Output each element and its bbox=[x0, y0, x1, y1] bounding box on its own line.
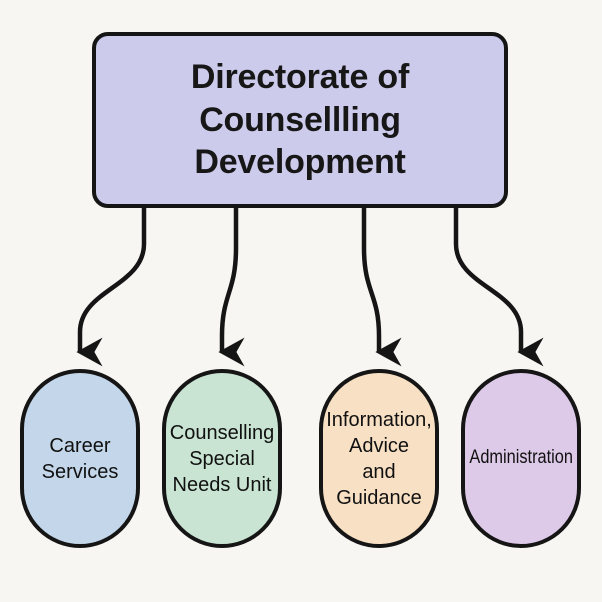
child-node-label: Administration bbox=[465, 446, 577, 471]
child-2-line-4: Guidance bbox=[336, 486, 422, 509]
root-label-line-2: Counsellling bbox=[199, 100, 401, 139]
child-node-label: Counselling Special Needs Unit bbox=[165, 420, 280, 498]
root-label-line-1: Directorate of bbox=[190, 57, 410, 96]
child-0-line-2: Services bbox=[41, 460, 119, 483]
child-node-administration[interactable]: Administration bbox=[461, 369, 581, 548]
child-0-line-1: Career bbox=[49, 434, 111, 457]
connector-to-information-advice-and-guidance bbox=[361, 208, 402, 367]
connector-to-career-services bbox=[76, 208, 147, 367]
child-1-line-2: Special bbox=[189, 447, 255, 470]
root-label-line-3: Development bbox=[194, 143, 406, 182]
root-node-label: Directorate of Counsellling Development bbox=[177, 56, 423, 184]
child-node-career-services[interactable]: Career Services bbox=[20, 369, 140, 548]
child-1-line-1: Counselling bbox=[169, 421, 275, 444]
child-1-line-3: Needs Unit bbox=[172, 473, 272, 496]
child-2-line-3: and bbox=[362, 460, 396, 483]
child-3-line-1: Administration bbox=[469, 447, 573, 469]
connector-to-administration bbox=[453, 208, 544, 367]
child-node-information-advice-and-guidance[interactable]: Information, Advice and Guidance bbox=[319, 369, 439, 548]
child-node-label: Information, Advice and Guidance bbox=[321, 407, 437, 511]
child-2-line-2: Advice bbox=[348, 434, 410, 457]
connector-to-counselling-special-needs-unit bbox=[218, 208, 245, 367]
child-node-label: Career Services bbox=[37, 433, 124, 485]
child-node-counselling-special-needs-unit[interactable]: Counselling Special Needs Unit bbox=[162, 369, 282, 548]
child-2-line-1: Information, bbox=[326, 408, 432, 431]
root-node-directorate[interactable]: Directorate of Counsellling Development bbox=[92, 32, 508, 208]
